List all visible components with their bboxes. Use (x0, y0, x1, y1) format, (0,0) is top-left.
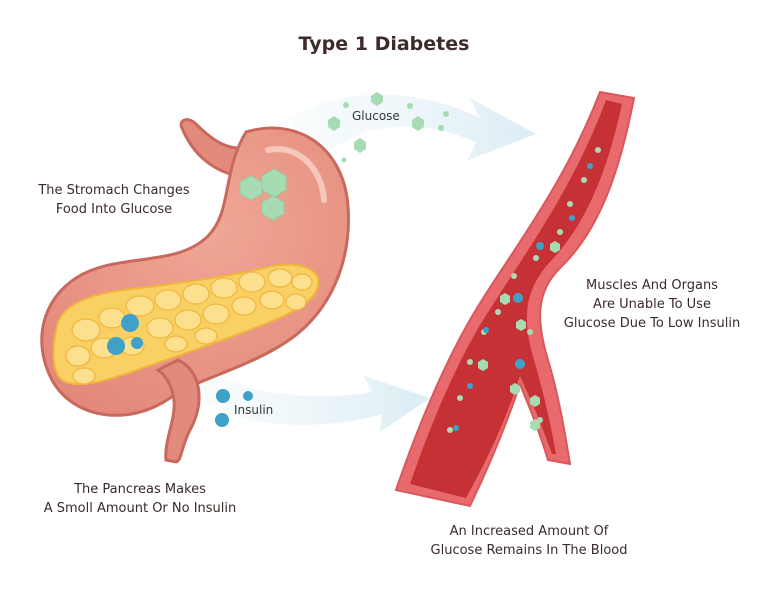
glucose-dot-icon (567, 201, 573, 207)
muscles-caption-line: Are Unable To Use (593, 297, 711, 312)
muscles-caption-line: Glucose Due To Low Insulin (563, 316, 741, 331)
diagram-title: Type 1 Diabetes (298, 33, 470, 55)
glucose-dot-icon (581, 177, 587, 183)
glucose-hexagon-icon (371, 92, 383, 106)
pancreas-caption-line: A Smoll Amount Or No Insulin (43, 501, 237, 516)
glucose-hexagon-icon (530, 395, 540, 407)
glucose-hexagon-icon (550, 241, 560, 253)
insulin-dot-icon (107, 337, 125, 355)
glucose-hexagon-icon (478, 359, 488, 371)
glucose-dot-icon (495, 309, 501, 315)
glucose-hexagon-icon (412, 116, 424, 131)
insulin-dot-icon (131, 337, 143, 349)
glucose-dot-icon (557, 229, 563, 235)
glucose-hexagon-icon (239, 175, 263, 201)
insulin-dot-icon (467, 383, 473, 389)
glucose-hexagon-icon (261, 195, 285, 221)
insulin-dot-icon (216, 389, 230, 403)
glucose-dot-icon (341, 157, 347, 163)
insulin-dot-icon (215, 413, 229, 427)
glucose-hexagon-icon (530, 419, 540, 431)
blood-caption-line: Glucose Remains In The Blood (430, 543, 628, 558)
glucose-dot-icon (343, 102, 349, 108)
glucose-hexagon-icon (510, 383, 520, 395)
muscles-caption: Muscles And Organs Are Unable To Use Glu… (552, 276, 752, 333)
insulin-dot-icon (243, 391, 253, 401)
blood-vessel-illustration (394, 90, 636, 508)
stomach-caption-line: Food Into Glucose (55, 202, 173, 217)
pancreas-caption: The Pancreas Makes A Smoll Amount Or No … (30, 480, 250, 518)
insulin-dot-icon (587, 163, 593, 169)
glucose-hexagon-icon (500, 293, 510, 305)
glucose-dot-icon (407, 103, 413, 109)
muscles-caption-line: Muscles And Organs (586, 278, 718, 293)
insulin-label: Insulin (234, 403, 274, 417)
insulin-flow-arrow-icon (196, 360, 430, 432)
pancreas-caption-line: The Pancreas Makes (74, 482, 206, 497)
insulin-dot-icon (453, 425, 459, 431)
glucose-dot-icon (527, 329, 533, 335)
arrow-glucose-group (328, 92, 449, 163)
glucose-label: Glucose (352, 109, 400, 123)
glucose-dot-icon (511, 273, 517, 279)
insulin-dot-icon (513, 293, 523, 303)
stomach-glucose-group (239, 168, 287, 221)
glucose-hexagon-icon (328, 116, 340, 131)
insulin-dot-icon (536, 242, 544, 250)
insulin-dot-icon (483, 327, 489, 333)
stomach-caption: The Stromach Changes Food Into Glucose (24, 181, 204, 219)
glucose-dot-icon (438, 125, 444, 131)
blood-caption: An Increased Amount Of Glucose Remains I… (404, 522, 654, 560)
insulin-dot-icon (569, 215, 575, 221)
glucose-hexagon-icon (354, 138, 366, 153)
glucose-dot-icon (467, 359, 473, 365)
glucose-dot-icon (533, 255, 539, 261)
glucose-dot-icon (447, 427, 453, 433)
glucose-dot-icon (595, 147, 601, 153)
glucose-dot-icon (443, 111, 449, 117)
insulin-dot-icon (515, 359, 525, 369)
glucose-flow-arrow-icon (288, 94, 536, 160)
glucose-dot-icon (457, 395, 463, 401)
glucose-hexagon-icon (516, 319, 526, 331)
stomach-caption-line: The Stromach Changes (38, 183, 190, 198)
pancreas-illustration (52, 263, 320, 386)
insulin-dot-icon (121, 314, 139, 332)
blood-caption-line: An Increased Amount Of (449, 524, 609, 539)
